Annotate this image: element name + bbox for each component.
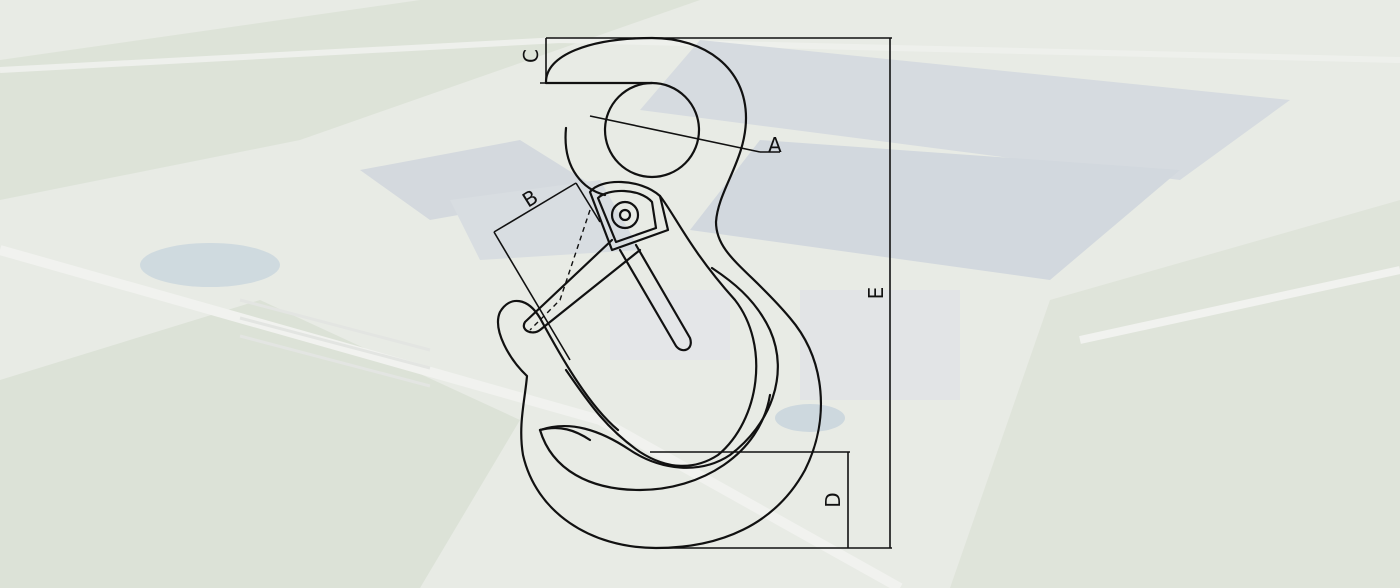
dimension-label-a: A <box>768 133 782 157</box>
hook-tip-curl <box>538 426 592 442</box>
dimension-d: D <box>650 451 892 549</box>
dimension-c: C <box>519 37 892 84</box>
dimension-b: B <box>493 182 601 361</box>
hook-bowl-lower-curve <box>538 393 772 492</box>
hook-throat-outline <box>564 194 758 467</box>
dimension-label-c: C <box>519 49 543 63</box>
safety-latch <box>522 180 692 352</box>
eye-inner-circle <box>603 81 701 179</box>
dimension-e: E <box>864 38 891 548</box>
dimension-label-d: D <box>821 492 845 507</box>
dimension-a: A <box>589 115 782 157</box>
dimension-label-b: B <box>518 185 542 213</box>
hook-outer-outline <box>497 36 823 550</box>
hook-bowl-inner-curve <box>538 266 779 469</box>
hook-shank-left-edge <box>544 81 654 197</box>
dimension-label-e: E <box>864 287 888 300</box>
